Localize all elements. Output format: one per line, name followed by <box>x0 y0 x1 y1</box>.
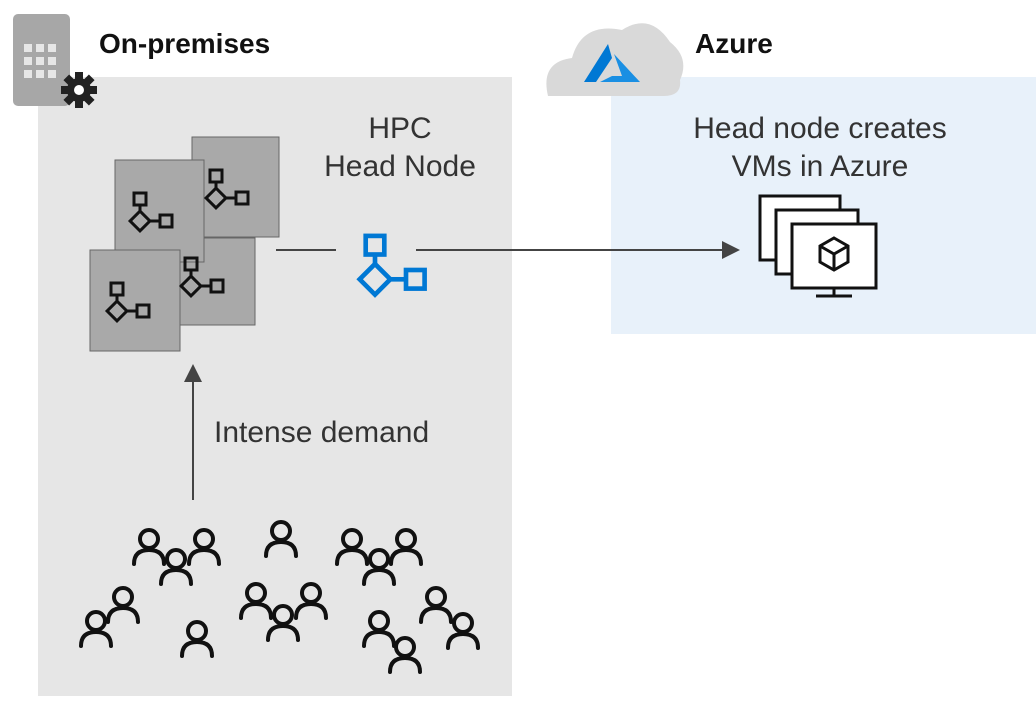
head-node-label: HPC Head Node <box>300 110 500 186</box>
azure-cloud-icon <box>546 23 684 96</box>
demand-label: Intense demand <box>214 416 430 449</box>
vm-stack-icon <box>758 194 878 298</box>
users-icon <box>79 520 480 674</box>
azure-title: Azure <box>695 28 773 59</box>
onprem-title: On-premises <box>99 28 271 59</box>
azure-caption-line1: Head node creates <box>693 112 947 145</box>
compute-node-cluster <box>89 136 280 352</box>
head-node-icon <box>360 236 425 295</box>
head-node-label-line2: Head Node <box>324 150 476 183</box>
building-gear-icon <box>13 14 97 108</box>
head-node-label-line1: HPC <box>368 112 432 145</box>
azure-caption: Head node creates VMs in Azure <box>650 110 990 186</box>
azure-caption-line2: VMs in Azure <box>731 150 909 183</box>
